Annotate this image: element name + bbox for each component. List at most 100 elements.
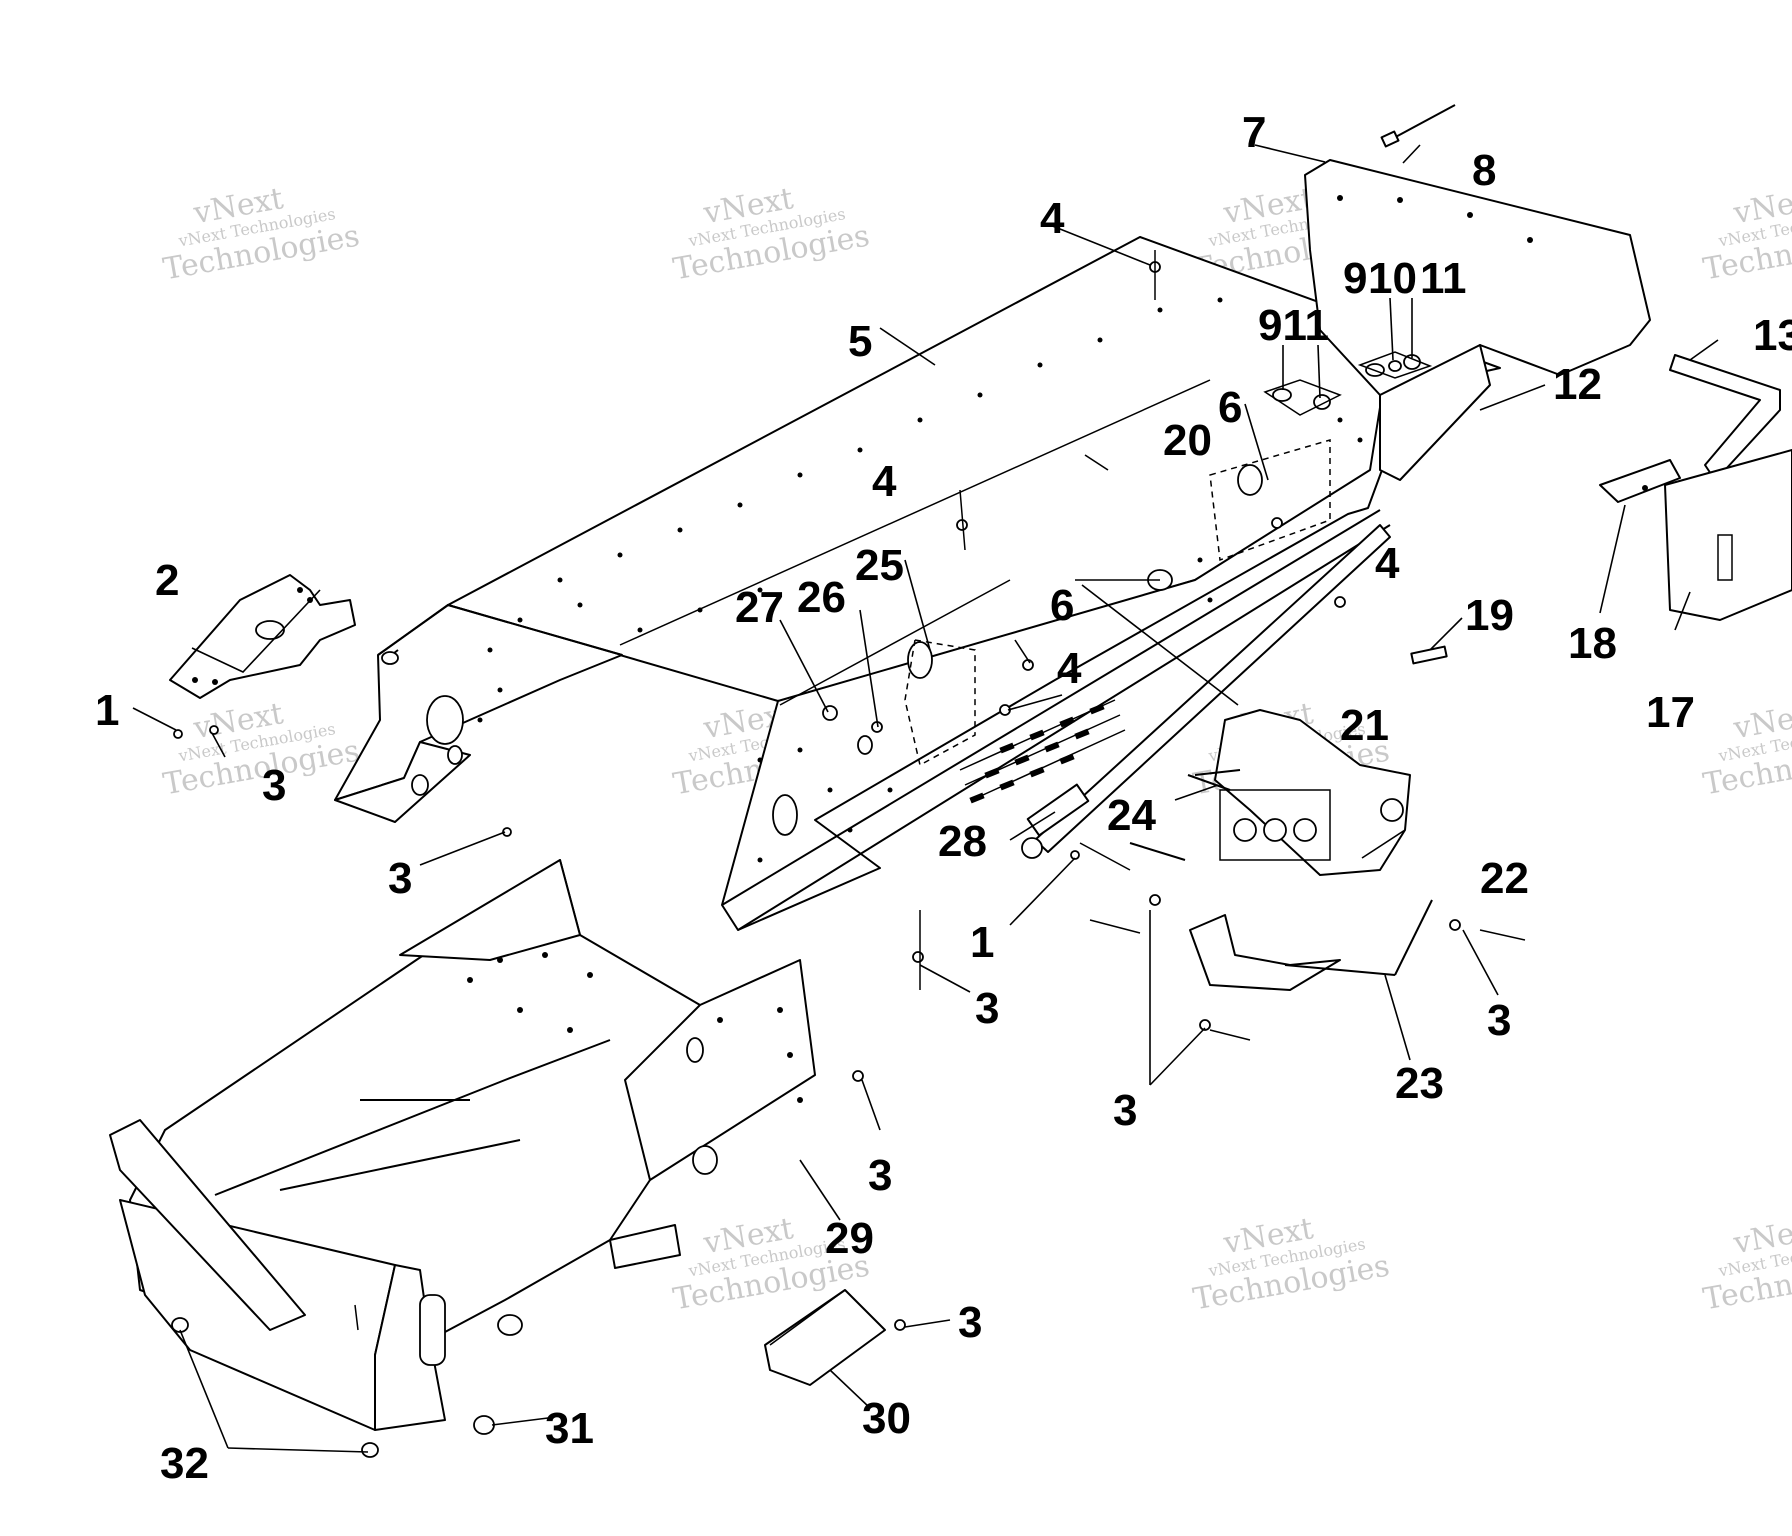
mount-hole xyxy=(907,641,933,679)
tunnel-bottom-rail-lower xyxy=(737,524,1391,931)
panel-17-slot xyxy=(1717,534,1733,581)
bracket-23-mount xyxy=(1189,914,1341,991)
tunnel-front-panel xyxy=(721,394,1383,931)
fastener-3 xyxy=(209,725,219,735)
callout-17: 17 xyxy=(1646,688,1695,737)
watermark-2: vNext vNext Technologies Technologies xyxy=(671,181,873,287)
callout-26: 26 xyxy=(797,573,846,622)
callout-18: 18 xyxy=(1568,619,1617,668)
bolt-19 xyxy=(1410,645,1448,665)
callout-5: 5 xyxy=(848,317,872,366)
tunnel-inner-edge xyxy=(377,603,623,656)
pin-23-post xyxy=(1394,899,1433,976)
belly-pan-right-wall xyxy=(624,959,816,1181)
bolt-9-lower xyxy=(1272,388,1292,402)
callout-21: 21 xyxy=(1340,701,1389,750)
belly-pan-side-tab xyxy=(374,1264,446,1431)
mount-hole xyxy=(857,735,873,755)
callout-25: 25 xyxy=(855,541,904,590)
tunnel-top-rib xyxy=(619,379,1211,646)
callout-1: 1 xyxy=(970,918,994,967)
tunnel-assembly xyxy=(334,236,1501,931)
fastener-3 xyxy=(852,1070,864,1082)
belly-pan-floor-line-2 xyxy=(279,1139,521,1191)
callout-9: 9 xyxy=(1343,254,1367,303)
callout-3: 3 xyxy=(1113,1086,1137,1135)
bracket-30-fold xyxy=(769,1289,846,1346)
bushing-31 xyxy=(473,1415,495,1435)
rivet-dots xyxy=(477,297,1363,863)
rear-extension-panel xyxy=(1379,344,1491,481)
belly-pan-slot xyxy=(419,1294,446,1366)
mount-hole xyxy=(426,695,464,745)
callout-4: 4 xyxy=(872,457,897,506)
callouts: 1 1 2 3 3 3 3 3 3 3 4 4 4 4 5 6 6 7 8 9 … xyxy=(95,108,1792,1488)
pin-24-upper xyxy=(1194,769,1241,776)
callout-4: 4 xyxy=(1040,194,1065,243)
watermark-8: vNext vNext Technologies Technologies xyxy=(1701,696,1792,802)
mount-hole xyxy=(411,774,429,796)
mount-hole xyxy=(447,745,463,765)
bracket-30 xyxy=(764,1289,886,1386)
callout-20: 20 xyxy=(1163,416,1212,465)
dashed-insert-plate xyxy=(904,639,976,767)
callout-10: 10 xyxy=(1368,254,1417,303)
callout-3: 3 xyxy=(262,761,286,810)
callout-19: 19 xyxy=(1465,591,1514,640)
callout-27: 27 xyxy=(735,583,784,632)
callout-23: 23 xyxy=(1395,1059,1444,1108)
watermark-4: vNext vNext Technologies Technologies xyxy=(1701,181,1792,287)
leader-lines xyxy=(132,144,1719,1453)
fasteners xyxy=(171,250,1526,1458)
callout-6: 6 xyxy=(1218,383,1242,432)
front-rod-assembly xyxy=(1021,524,1391,859)
flap-mount-plate-upper xyxy=(1357,351,1433,379)
rod-end xyxy=(1021,837,1043,859)
rivet-8-head xyxy=(1380,130,1400,148)
fastener-3 xyxy=(894,1319,906,1331)
callout-24: 24 xyxy=(1107,791,1156,840)
callout-3: 3 xyxy=(975,984,999,1033)
bracket-2 xyxy=(169,574,356,699)
belly-pan-hole xyxy=(692,1145,718,1175)
callout-4: 4 xyxy=(1057,644,1082,693)
pin-horizontal xyxy=(1129,842,1186,861)
callout-32: 32 xyxy=(160,1439,209,1488)
spring-28 xyxy=(1026,783,1090,837)
belly-pan-left-fin xyxy=(109,1119,306,1331)
callout-3: 3 xyxy=(958,1298,982,1347)
callout-4: 4 xyxy=(1375,539,1400,588)
vent-slots xyxy=(959,699,1126,804)
callout-28: 28 xyxy=(938,817,987,866)
callout-9-11: 911 xyxy=(1258,301,1329,350)
fastener-1 xyxy=(1070,850,1080,860)
callout-13: 13 xyxy=(1753,311,1792,360)
left-skid-flange xyxy=(334,741,471,823)
pin-24 xyxy=(1187,774,1231,791)
bracket-2-hole xyxy=(255,620,285,640)
belly-pan-hole xyxy=(497,1314,523,1336)
callout-2: 2 xyxy=(155,556,179,605)
callout-12: 12 xyxy=(1553,360,1602,409)
tunnel-bottom-rail xyxy=(721,509,1381,906)
pin-23 xyxy=(1284,964,1396,976)
callout-3: 3 xyxy=(1487,996,1511,1045)
belly-pan-back-wall xyxy=(399,859,581,961)
belly-pan-29 xyxy=(109,859,816,1431)
bracket-18 xyxy=(1599,459,1681,503)
bushing-32 xyxy=(171,1317,189,1333)
mount-hole xyxy=(1237,464,1263,496)
belly-pan-hole xyxy=(686,1037,704,1063)
side-bracket-parts xyxy=(1599,354,1792,621)
callout-31: 31 xyxy=(545,1404,594,1453)
fastener-axis xyxy=(354,250,1156,1331)
rivet-8 xyxy=(1389,104,1456,141)
front-bracket-assembly xyxy=(1129,709,1433,991)
watermark-5: vNext vNext Technologies Technologies xyxy=(161,696,363,802)
belly-pan-floor-line-1 xyxy=(214,1039,611,1196)
fastener-1 xyxy=(173,729,183,739)
callout-3: 3 xyxy=(388,854,412,903)
belly-pan-flange xyxy=(609,1224,681,1269)
washer-10 xyxy=(1388,360,1402,372)
